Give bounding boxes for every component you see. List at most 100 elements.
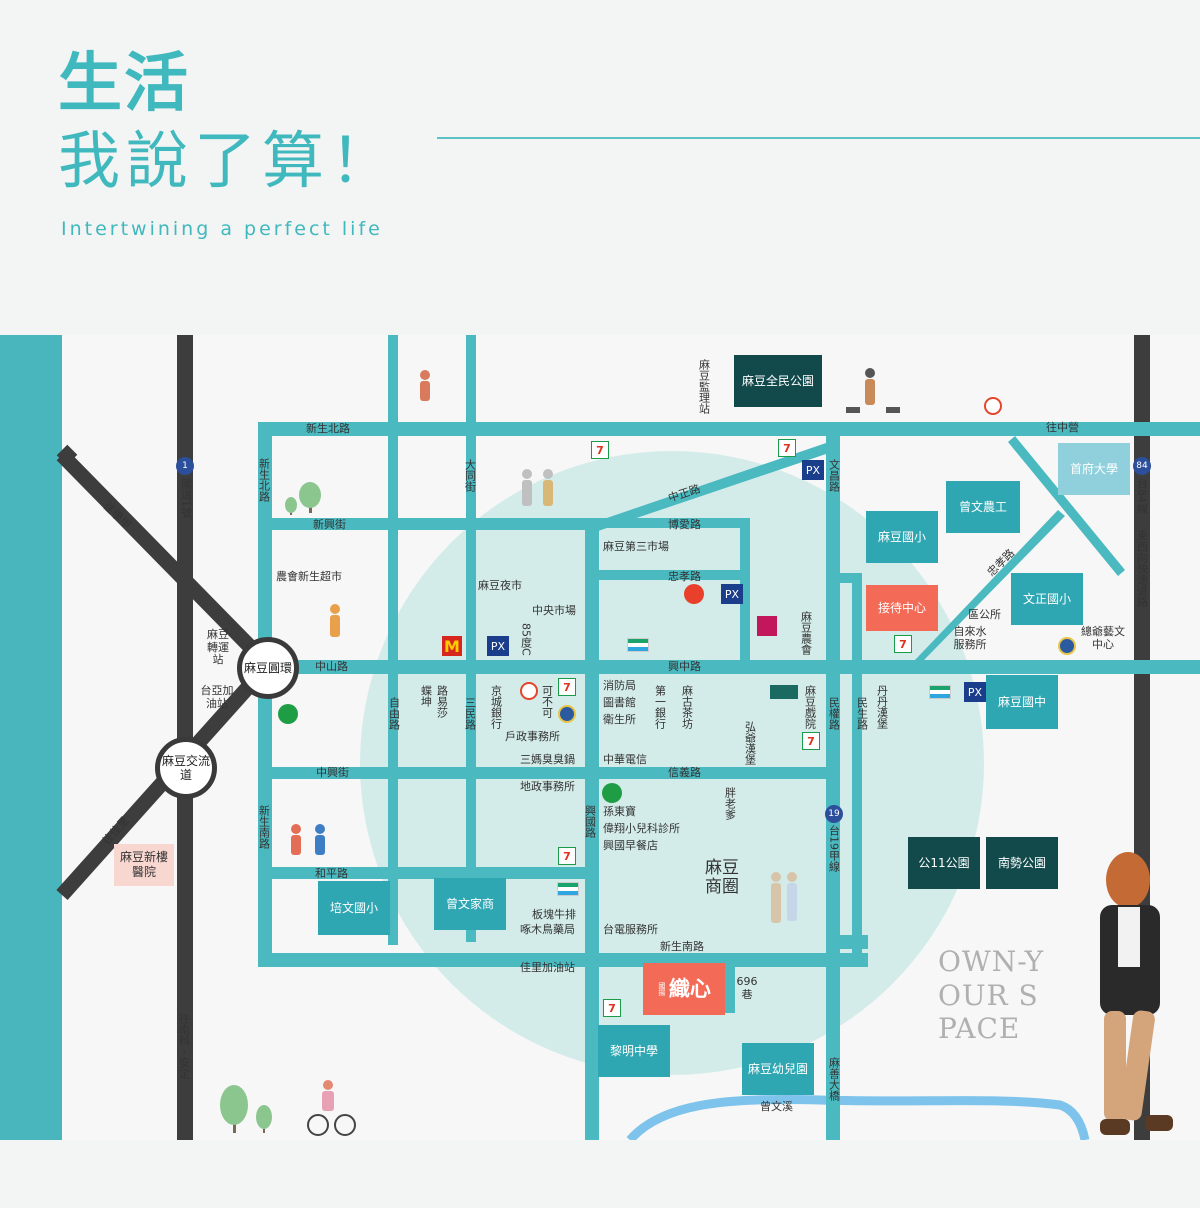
- pxmart-icon: PX: [964, 682, 986, 702]
- xuejia-diagonal: [56, 449, 274, 671]
- post-office-icon: [684, 584, 704, 604]
- header-rule: [437, 137, 1200, 139]
- road-tai19a: 台19甲線: [827, 825, 841, 872]
- pxmart-icon: PX: [802, 460, 824, 480]
- poi-sun-dongbao: 孫東寶: [603, 805, 636, 818]
- poi-health-center: 衛生所: [603, 713, 636, 726]
- highway-1-shield: 1: [176, 457, 194, 475]
- highway-19-shield: 19: [825, 805, 843, 823]
- seven-eleven-icon: 7: [603, 999, 621, 1017]
- direction-zhongying: 往中營: [1046, 421, 1079, 434]
- poi-jingcheng-bank: 京城銀行: [489, 685, 503, 729]
- road-xinsheng-south: 新生南路: [660, 940, 704, 953]
- road-xingguo: 興國路: [583, 805, 597, 838]
- road-xinxing-street: 新興街: [313, 518, 346, 531]
- pxmart-icon: PX: [487, 636, 509, 656]
- seven-eleven-icon: 7: [591, 441, 609, 459]
- carrefour-icon: [770, 685, 798, 699]
- seven-eleven-icon: 7: [894, 635, 912, 653]
- cosmetics-store-icon: [757, 616, 777, 636]
- poi-pangyelao: 胖老爹: [723, 787, 737, 820]
- road-xinsheng-north-v: 新生北路: [257, 458, 271, 502]
- direction-nanke-anding: 往南科・安定: [177, 1013, 191, 1079]
- seven-eleven-icon: 7: [558, 678, 576, 696]
- poi-water-office: 自來水服務所: [953, 625, 987, 651]
- box-madou-kindergarten: 麻豆幼兒園: [742, 1043, 814, 1095]
- road-sanmin: 三民路: [463, 697, 477, 730]
- seven-eleven-icon: 7: [558, 847, 576, 865]
- box-liming-junior-high: 黎明中學: [598, 1025, 670, 1077]
- poi-zhuomuniao-pharmacy: 啄木鳥藥局: [520, 923, 575, 936]
- box-shoufu-university: 首府大學: [1058, 443, 1130, 495]
- road-xinsheng-south-v: 新生南路: [257, 805, 271, 849]
- poi-gas-station: 台亞加油站: [200, 684, 234, 710]
- road-network: [258, 335, 1200, 1140]
- poi-dieqiao: 蝶坤: [419, 685, 433, 707]
- poi-farmers-market: 農會新生超市: [276, 570, 342, 583]
- poi-district-office: 區公所: [968, 608, 1001, 621]
- tai84-line: [1134, 335, 1150, 1140]
- farmers-association-icon: [602, 783, 622, 803]
- road-zhongxing-street: 中興街: [316, 766, 349, 779]
- poi-library: 圖書館: [603, 696, 636, 709]
- slogan-own-your-space: OWN-YOUR SPACE: [938, 945, 1045, 1046]
- box-park-11: 公11公園: [908, 837, 980, 889]
- project-prefix: 國揚: [657, 982, 666, 996]
- road-minquan: 民權路: [827, 697, 841, 730]
- poi-madou-theater: 麻豆戲院: [803, 685, 817, 729]
- familymart-icon: [929, 685, 951, 699]
- poi-chunghwa-telecom: 中華電信: [603, 753, 647, 766]
- road-national-highway-1: 國道1號: [179, 478, 193, 518]
- poi-magu-tea: 麻古茶坊: [680, 685, 694, 729]
- box-nanshi-park: 南勢公園: [986, 837, 1058, 889]
- poi-madou-transport-station: 麻豆轉運站: [207, 628, 229, 667]
- poi-kebukeyi: 可不可: [540, 685, 554, 718]
- road-tai84: 台84線: [1135, 478, 1149, 514]
- box-peiwen-elementary: 培文國小: [318, 881, 390, 935]
- location-map: 麻豆圓環 麻豆交流道 新生北路 新興街 中山路 興中路 中興街 信義路 和平路 …: [0, 335, 1200, 1140]
- road-xinsheng-north: 新生北路: [306, 422, 350, 435]
- poi-madou-shopping: 麻豆商圈: [705, 858, 739, 897]
- left-band: [0, 335, 62, 1140]
- road-xingzhong: 興中路: [668, 660, 701, 673]
- box-project: 國揚 織心: [643, 963, 725, 1015]
- road-minsheng: 民生路: [855, 697, 869, 730]
- road-heping: 和平路: [315, 867, 348, 880]
- map-graphics: [0, 335, 1200, 1140]
- box-xinlou-hospital: 麻豆新樓醫院: [114, 844, 174, 886]
- pxmart-icon: PX: [721, 584, 743, 604]
- seven-eleven-icon: 7: [778, 439, 796, 457]
- title-line-2: 我說了算！: [58, 124, 399, 197]
- road-zengwen-river: 曾文溪: [760, 1100, 793, 1113]
- farmers-association-icon: [278, 704, 298, 724]
- mcdonalds-icon: M: [442, 636, 462, 656]
- road-expressway-84: 東西向快速道路: [1135, 530, 1149, 607]
- poi-cafe-85: 85度C: [519, 623, 533, 656]
- poi-dandan-burger: 丹丹漢堡: [875, 685, 889, 729]
- road-datong-street: 大同街: [463, 459, 477, 492]
- poi-stinky-tofu: 三媽臭臭鍋: [520, 753, 575, 766]
- poi-weixiang-clinic: 偉翔小兒科診所: [603, 822, 680, 835]
- poi-xingguo-breakfast: 興國早餐店: [603, 839, 658, 852]
- box-madou-junior-high: 麻豆國中: [986, 675, 1058, 729]
- box-zengwen-agri: 曾文農工: [946, 481, 1020, 533]
- box-madou-elementary: 麻豆國小: [866, 511, 938, 563]
- project-name: 織心: [668, 976, 711, 1001]
- road-zhongxiao: 忠孝路: [668, 570, 701, 583]
- seven-eleven-icon: 7: [802, 732, 820, 750]
- box-reception-center: 接待中心: [866, 585, 938, 631]
- government-icon: [984, 397, 1002, 415]
- highway-84-shield: 84: [1133, 457, 1151, 475]
- road-wenchang: 文昌路: [827, 459, 841, 492]
- title-line-1: 生活: [58, 47, 190, 121]
- poi-supervision-station: 麻豆監理站: [697, 359, 711, 414]
- poi-taipower: 台電服務所: [603, 923, 658, 936]
- road-zhongshan: 中山路: [315, 660, 348, 673]
- police-icon: [1058, 637, 1076, 655]
- box-wenzheng-elementary: 文正國小: [1011, 573, 1083, 625]
- poi-household-office: 戶政事務所: [505, 730, 560, 743]
- road-xinyi: 信義路: [668, 766, 701, 779]
- road-ziyou: 自由路: [387, 697, 401, 730]
- poi-fire-dept: 消防局: [603, 679, 636, 692]
- government-icon: [520, 682, 538, 700]
